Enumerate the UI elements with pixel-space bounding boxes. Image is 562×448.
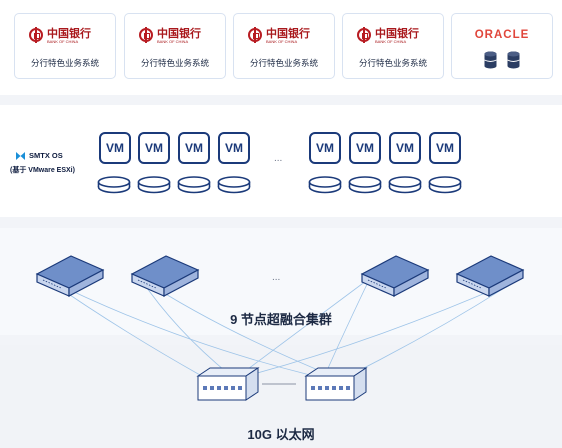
network-caption: 10G 以太网 [247,427,315,442]
bank-of-china-icon [29,27,43,43]
app-caption: 分行特色业务系统 [140,58,209,68]
server-node-icon [360,255,430,297]
vm-ellipsis: ... [274,153,283,164]
application-layer: 中国银行 BANK OF CHINA 分行特色业务系统 中国银行 BANK OF… [0,0,562,95]
bank-of-china-logo: 中国银行 BANK OF CHINA [357,26,431,46]
database-icon [484,51,497,69]
disk-icon [388,176,422,194]
bank-name-en: BANK OF CHINA [47,39,79,44]
bank-name: 中国银行 [375,27,419,40]
bank-of-china-icon [357,27,371,43]
oracle-card: ORACLE [451,13,553,79]
vm-box: VM [389,132,421,164]
vm-box: VM [218,132,250,164]
vm-box: VM [309,132,341,164]
disk-icon [137,176,171,194]
bank-of-china-logo: 中国银行 BANK OF CHINA [248,26,322,46]
app-card: 中国银行 BANK OF CHINA 分行特色业务系统 [124,13,226,79]
smtx-logo-icon [16,152,25,160]
disk-icon [428,176,462,194]
disk-icon [97,176,131,194]
cluster-caption: 9 节点超融合集群 [230,312,332,327]
switch-icon [196,367,260,401]
app-caption: 分行特色业务系统 [30,58,99,68]
vm-box: VM [429,132,461,164]
bank-name-en: BANK OF CHINA [157,39,189,44]
bank-name: 中国银行 [157,27,201,40]
vm-box: VM [349,132,381,164]
app-caption: 分行特色业务系统 [358,58,427,68]
disk-icon [177,176,211,194]
disk-icon [348,176,382,194]
app-card: 中国银行 BANK OF CHINA 分行特色业务系统 [14,13,116,79]
virtualization-layer: SMTX OS (基于 VMware ESXi) VM VM VM VM ...… [0,105,562,217]
network-layer [0,345,562,448]
vm-box: VM [138,132,170,164]
server-node-icon [35,255,105,297]
switch-icon [304,367,368,401]
app-card: 中国银行 BANK OF CHINA 分行特色业务系统 [342,13,444,79]
vm-box: VM [178,132,210,164]
vm-box: VM [99,132,131,164]
bank-of-china-icon [248,27,262,43]
oracle-logo: ORACLE [474,29,530,41]
bank-name: 中国银行 [47,27,91,40]
app-card: 中国银行 BANK OF CHINA 分行特色业务系统 [233,13,335,79]
os-note: (基于 VMware ESXi) [10,167,75,174]
bank-name-en: BANK OF CHINA [266,39,298,44]
node-ellipsis: ... [272,272,281,283]
app-caption: 分行特色业务系统 [249,58,318,68]
bank-of-china-logo: 中国银行 BANK OF CHINA [29,26,103,46]
bank-of-china-logo: 中国银行 BANK OF CHINA [139,26,213,46]
bank-name: 中国银行 [266,27,310,40]
disk-icon [308,176,342,194]
server-node-icon [455,255,525,297]
bank-of-china-icon [139,27,153,43]
database-icon [507,51,520,69]
disk-icon [217,176,251,194]
bank-name-en: BANK OF CHINA [375,39,407,44]
server-node-icon [130,255,200,297]
os-name: SMTX OS [29,151,63,160]
